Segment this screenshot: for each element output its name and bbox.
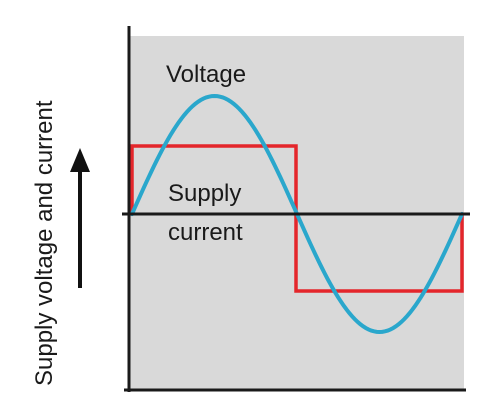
y-axis-label: Supply voltage and current <box>31 100 58 386</box>
supply-current-label-line1: Supply <box>168 180 241 207</box>
up-arrow-icon <box>70 148 90 172</box>
voltage-label: Voltage <box>166 61 246 88</box>
supply-current-wave <box>130 144 464 293</box>
supply-current-label-line2: current <box>168 219 243 246</box>
